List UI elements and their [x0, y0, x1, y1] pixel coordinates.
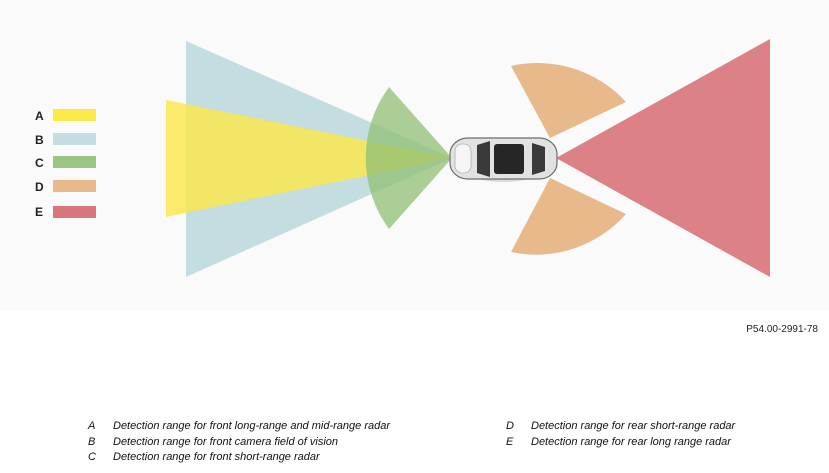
car-roof-glass	[494, 144, 524, 174]
legend-swatch-a	[53, 109, 96, 121]
caption-letter-e: E	[506, 436, 514, 448]
legend-swatch-d	[53, 180, 96, 192]
legend: A B C D E	[35, 109, 96, 219]
caption-text-a: Detection range for front long-range and…	[113, 420, 390, 432]
reference-code: P54.00-2991-78	[746, 324, 818, 335]
caption-text-e: Detection range for rear long range rada…	[531, 436, 731, 448]
zone-d-rear-radar-lower	[511, 178, 626, 255]
zone-d-rear-radar-upper	[511, 63, 626, 138]
car-hood	[454, 143, 472, 174]
caption-text-b: Detection range for front camera field o…	[113, 436, 339, 448]
car-windshield	[477, 141, 490, 177]
legend-swatch-e	[53, 206, 96, 218]
caption-letter-c: C	[88, 451, 96, 463]
caption-text-c: Detection range for front short-range ra…	[113, 451, 320, 463]
legend-swatch-b	[53, 133, 96, 145]
zone-e-rear-long-radar	[556, 39, 770, 277]
caption-letter-a: A	[88, 420, 96, 432]
sensor-coverage-diagram: A B C D E	[35, 39, 770, 277]
legend-letter-d: D	[35, 180, 44, 194]
zone-c-front-short-radar	[365, 87, 452, 229]
legend-letter-b: B	[35, 133, 44, 147]
legend-letter-e: E	[35, 205, 43, 219]
car-top-view	[449, 137, 558, 182]
car-rear-window	[532, 143, 545, 175]
caption-letter-b: B	[88, 436, 96, 448]
zone-a-front-radar	[166, 100, 452, 217]
legend-letter-c: C	[35, 156, 44, 170]
legend-swatch-c	[53, 156, 96, 168]
caption-text-d: Detection range for rear short-range rad…	[531, 420, 736, 432]
legend-letter-a: A	[35, 109, 44, 123]
caption-letter-d: D	[506, 420, 514, 432]
